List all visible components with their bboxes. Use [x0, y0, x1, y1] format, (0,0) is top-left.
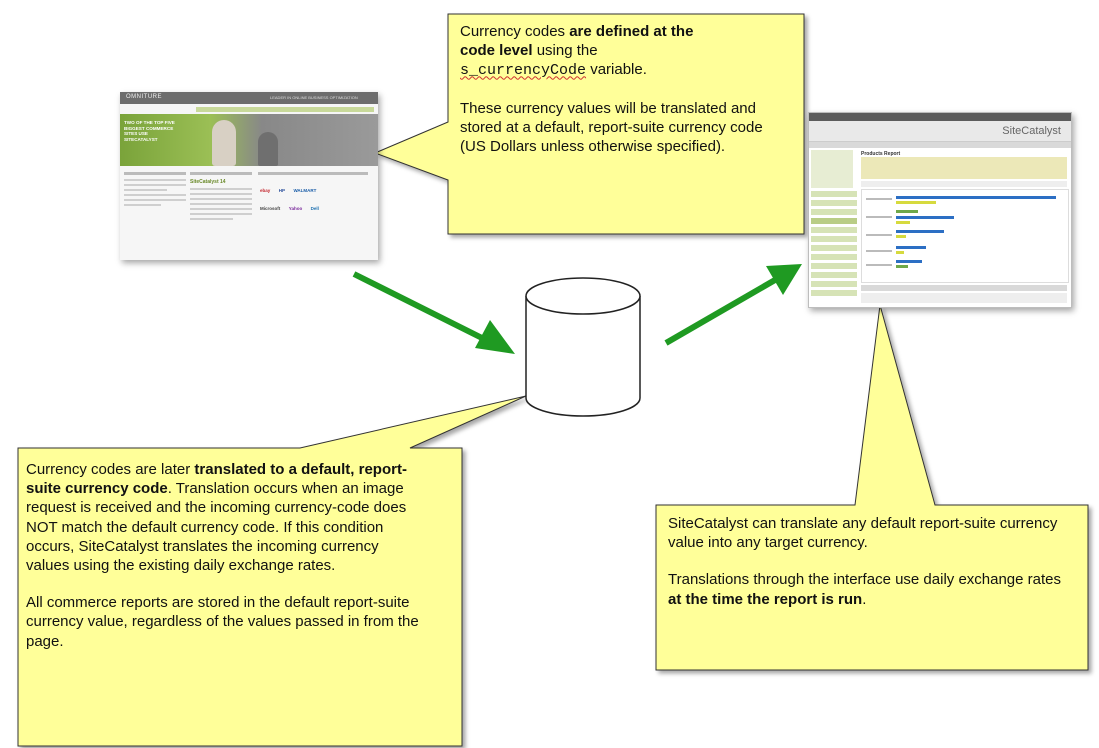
- database-icon: [525, 277, 641, 417]
- site-column-news: [124, 172, 186, 254]
- brand-logo-1: ebay: [260, 188, 271, 193]
- callout-right-shape: [655, 304, 1089, 671]
- arrow-to-database: [352, 271, 515, 354]
- website-screenshot: OMNITURE LEADER IN ONLINE BUSINESS OPTIM…: [120, 92, 378, 260]
- code-variable: s_currencyCode: [460, 62, 587, 80]
- callout-left-shape: [17, 395, 527, 747]
- callout-left-para2: All commerce reports are stored in the d…: [26, 594, 419, 650]
- brand-logo-4: Microsoft: [260, 206, 281, 211]
- site-product-name: SiteCatalyst 14: [190, 179, 226, 185]
- site-tagline: LEADER IN ONLINE BUSINESS OPTIMIZATION: [270, 95, 358, 100]
- site-header: OMNITURE LEADER IN ONLINE BUSINESS OPTIM…: [120, 92, 378, 104]
- callout-top-text: Currency codes are defined at the code l…: [460, 22, 790, 156]
- callout-left-para1: Currency codes are later translated to a…: [26, 461, 407, 574]
- sc-tabs: [809, 142, 1071, 148]
- sitecatalyst-screenshot: SiteCatalyst Products Report: [808, 112, 1072, 308]
- callout-right-para2: Translations through the interface use d…: [668, 571, 1062, 608]
- callout-right-text: SiteCatalyst can translate any default r…: [668, 514, 1078, 609]
- sc-toolbar: [861, 181, 1067, 187]
- sc-left-menu: [811, 191, 857, 305]
- callout-right-para1: SiteCatalyst can translate any default r…: [668, 515, 1058, 552]
- arrow-to-sitecatalyst: [664, 264, 802, 346]
- site-logo: OMNITURE: [126, 94, 162, 100]
- sc-calendar: [811, 150, 853, 188]
- brand-logo-6: Dell: [310, 206, 319, 211]
- sc-report-title: Products Report: [861, 151, 901, 157]
- sc-header: [809, 121, 1071, 142]
- site-hero-text: TWO OF THE TOP FIVE BIGGEST COMMERCE SIT…: [124, 120, 175, 142]
- brand-logo-2: HP: [278, 188, 285, 193]
- sc-table-header: [861, 285, 1067, 291]
- site-column-products: SiteCatalyst 14: [190, 172, 252, 254]
- hero-person-image-2: [258, 132, 278, 166]
- sc-report-graph: [861, 189, 1069, 283]
- site-column-customers: ebay HP WALMART Microsoft Yahoo Dell: [258, 172, 368, 254]
- sc-brand: SiteCatalyst: [1002, 125, 1061, 137]
- site-nav: [196, 107, 374, 112]
- callout-left-text: Currency codes are later translated to a…: [26, 460, 424, 651]
- brand-logo-3: WALMART: [293, 188, 317, 193]
- callout-top-para1: Currency codes are defined at the code l…: [460, 23, 694, 80]
- site-hero-banner: [120, 114, 378, 166]
- sc-top-menu: [809, 113, 1071, 121]
- sc-report-info: [861, 157, 1067, 179]
- brand-logo-5: Yahoo: [288, 206, 303, 211]
- callout-top-shape: [373, 13, 805, 235]
- callout-top-para2: These currency values will be translated…: [460, 99, 763, 155]
- sc-table-body: [861, 293, 1067, 303]
- hero-person-image: [212, 120, 236, 166]
